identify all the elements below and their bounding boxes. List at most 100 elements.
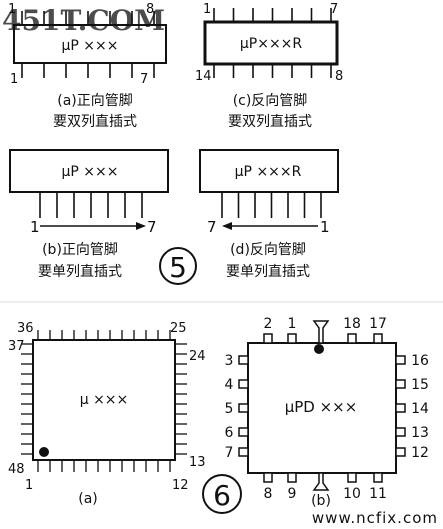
fig-c-dip-reverse: µP×××R 1 7 14 8 (c)反向管脚 要双列直插式 — [195, 2, 343, 130]
plcc-pin-label: 3 — [225, 353, 234, 369]
plcc-pin-label: 2 — [264, 316, 273, 332]
fig-c-pin-label-top-left: 1 — [203, 2, 211, 17]
qfp-chip-body — [32, 339, 176, 461]
fig-a-pin-label-top-right: 8 — [146, 2, 154, 17]
fig-c-pin-label-top-right: 7 — [330, 2, 338, 17]
qfp-pin-label-24: 24 — [189, 349, 206, 364]
qfp-pin-label-37: 37 — [8, 339, 25, 354]
fig-a-pin-label-top-left: 1 — [8, 2, 16, 17]
fig-d-pins — [221, 192, 322, 218]
fig-d-chip-label: µP ×××R — [235, 164, 302, 180]
plcc-pad — [287, 333, 297, 344]
plcc-chip-label: µPD ××× — [285, 398, 358, 416]
fig-d-caption-line1: (d)反向管脚 — [230, 242, 306, 258]
section-5-marker: 5 — [159, 247, 197, 285]
plcc-pin-label: 18 — [343, 316, 361, 332]
plcc-pad — [395, 447, 406, 457]
section-6-number: 6 — [213, 479, 231, 512]
plcc-pin-label: 7 — [225, 445, 234, 461]
watermark-bottom: www.ncfix.com — [312, 509, 438, 527]
fig-a-dip-forward: µP ××× 1 8 1 7 (a)正向管脚 要双列直插式 — [8, 2, 167, 130]
plcc-bottom-index-notch — [312, 472, 330, 491]
section-6-circle — [202, 474, 242, 514]
plcc-pin-label: 5 — [225, 401, 234, 417]
section-6-marker: 6 — [202, 474, 242, 514]
plcc-pad — [395, 403, 406, 413]
qfp-pin-label-12: 12 — [172, 478, 189, 493]
fig-a-caption-line2: 要双列直插式 — [53, 113, 137, 130]
plcc-top-index-notch — [312, 320, 330, 344]
watermark-top: 451T.COM — [2, 4, 165, 37]
fig-d-caption-line2: 要单列直插式 — [226, 263, 310, 280]
fig-d-pin-label-start: 7 — [207, 218, 217, 236]
section-5-circle — [159, 247, 197, 285]
fig-c-bottom-pins — [213, 64, 332, 78]
qfp-pin-label-1: 1 — [25, 478, 33, 493]
plcc-pad — [263, 333, 273, 344]
plcc-pad — [238, 379, 249, 389]
plcc-pin-label: 11 — [369, 486, 387, 502]
plcc-pin-label: 10 — [343, 486, 361, 502]
section-5-number: 5 — [169, 251, 187, 284]
plcc-pad — [238, 447, 249, 457]
fig-a-top-pins — [21, 11, 155, 25]
fig-a-bottom-pins — [21, 63, 155, 78]
plcc-pads — [238, 333, 406, 483]
plcc-pin-label: 12 — [411, 445, 429, 461]
fig-c-top-pins — [213, 8, 332, 22]
qfp-pin-label-48: 48 — [8, 462, 25, 477]
plcc-pin-label: 16 — [411, 353, 429, 369]
fig-a-pin-label-bottom-right: 7 — [140, 72, 148, 87]
plcc-pad — [395, 379, 406, 389]
qfp-leads — [21, 330, 187, 472]
fig-b-caption-line2: 要单列直插式 — [38, 263, 122, 280]
plcc-pin-label: 6 — [225, 425, 234, 441]
plcc-pin-label: 13 — [411, 425, 429, 441]
qfp-pin1-dot — [39, 447, 49, 457]
plcc-pin-label: 9 — [288, 486, 297, 502]
fig-c-caption-line1: (c)反向管脚 — [233, 93, 308, 109]
plcc-pad — [238, 427, 249, 437]
plcc-pin-label: 14 — [411, 401, 429, 417]
qfp-48-package: µ ××× 36 25 37 24 48 13 1 12 (a) — [8, 321, 206, 507]
fig-b-chip-body — [9, 149, 169, 193]
fig-a-caption-line1: (a)正向管脚 — [57, 93, 133, 109]
fig-c-pin-label-bottom-right: 8 — [335, 69, 343, 84]
plcc-pad — [287, 472, 297, 483]
plcc-pad — [263, 472, 273, 483]
qfp-pin-label-36: 36 — [17, 321, 34, 336]
fig-b-pins — [39, 192, 143, 218]
fig-a-chip-body — [13, 24, 167, 64]
plcc-pad — [238, 355, 249, 365]
fig-b-pin-label-end: 7 — [147, 218, 157, 236]
plcc-pad — [373, 472, 383, 483]
plcc-pad — [395, 427, 406, 437]
plcc-pad — [347, 333, 357, 344]
fig-a-pin-label-bottom-left: 1 — [10, 72, 18, 87]
fig-d-chip-body — [199, 149, 339, 193]
fig-b-arrowhead — [136, 222, 146, 230]
qfp-caption: (a) — [78, 491, 98, 507]
plcc-pin-label: 15 — [411, 377, 429, 393]
qfp-chip-label: µ ××× — [80, 392, 129, 408]
plcc-caption: (b) — [311, 493, 331, 509]
fig-b-pin-label-start: 1 — [30, 218, 40, 236]
fig-d-pin-label-end: 1 — [320, 218, 330, 236]
qfp-pin-label-25: 25 — [170, 321, 187, 336]
fig-d-sip-reverse: µP ×××R 7 1 (d)反向管脚 要单列直插式 — [199, 149, 339, 280]
plcc-pad — [395, 355, 406, 365]
fig-c-chip-body — [203, 20, 339, 66]
fig-b-chip-label: µP ××× — [62, 164, 119, 180]
qfp-pin-label-13: 13 — [189, 455, 206, 470]
fig-c-caption-line2: 要双列直插式 — [228, 113, 312, 130]
fig-d-arrowhead — [222, 222, 232, 230]
plcc-pin-label: 8 — [264, 486, 273, 502]
plcc-pin-label: 4 — [225, 377, 234, 393]
fig-b-sip-forward: µP ××× 1 7 (b)正向管脚 要单列直插式 — [9, 149, 169, 280]
plcc-pin-label: 17 — [369, 316, 387, 332]
plcc-pad — [238, 403, 249, 413]
plcc-pad — [373, 333, 383, 344]
